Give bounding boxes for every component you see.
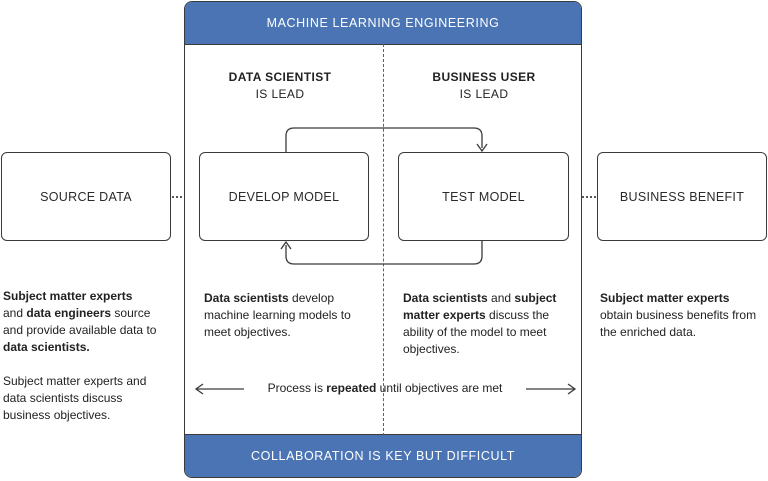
lead-divider [383,44,384,436]
lead-data-scientist-line2: IS LEAD [255,87,305,101]
lead-data-scientist-line1: DATA SCIENTIST [228,70,332,84]
source-text-1: and [3,306,27,320]
develop-bold: Data scientists [204,291,289,305]
benefit-text: obtain business benefits from the enrich… [600,308,757,339]
footer-title: COLLABORATION IS KEY BUT DIFFICULT [251,449,515,463]
lead-business-user-line1: BUSINESS USER [432,70,536,84]
data-scientists-bold: data scientists. [3,340,90,354]
sme-bold: Subject matter experts [3,289,133,303]
loop-arrow-bottom [285,241,483,265]
benefit-bold: Subject matter experts [600,291,730,305]
repeat-arrowhead-right [567,383,577,395]
test-model-label: TEST MODEL [442,189,525,204]
loop-arrow-top [285,127,483,152]
develop-model-box: DEVELOP MODEL [199,152,369,241]
source-description-p1: Subject matter experts and data engineer… [3,288,173,356]
develop-description: Data scientists develop machine learning… [204,290,376,341]
test-bold-1: Data scientists [403,291,488,305]
test-text-2: discuss the ability of the model to meet… [403,308,550,356]
business-benefit-box: BUSINESS BENEFIT [597,152,767,241]
benefit-description: Subject matter experts obtain business b… [600,290,760,341]
test-text-1: and [487,291,515,305]
test-model-box: TEST MODEL [398,152,569,241]
repeat-text-pre: Process is [267,381,327,395]
connector-test-benefit [570,196,596,198]
test-description: Data scientists and subject matter exper… [403,290,573,358]
loop-arrowhead-top [476,143,488,153]
develop-text: develop machine learning models to meet … [204,291,351,339]
header-bar: MACHINE LEARNING ENGINEERING [185,2,581,45]
repeat-label: Process is repeated until objectives are… [250,381,520,395]
develop-model-label: DEVELOP MODEL [228,189,340,204]
business-benefit-label: BUSINESS BENEFIT [619,189,745,204]
data-engineers-bold: data engineers [26,306,112,320]
lead-business-user: BUSINESS USER IS LEAD [400,69,568,103]
source-data-box: SOURCE DATA [1,152,171,241]
repeat-text-bold: repeated [326,381,377,395]
lead-business-user-line2: IS LEAD [459,87,509,101]
header-title: MACHINE LEARNING ENGINEERING [266,16,500,30]
source-description-p2: Subject matter experts and data scientis… [3,374,147,422]
footer-bar: COLLABORATION IS KEY BUT DIFFICULT [185,434,581,477]
repeat-arrowhead-left [194,383,204,395]
loop-arrowhead-bottom [280,240,292,250]
lead-data-scientist: DATA SCIENTIST IS LEAD [196,69,364,103]
source-description: Subject matter experts and data engineer… [3,288,173,424]
source-data-label: SOURCE DATA [40,189,132,204]
test-bold-2: subject matter experts [403,291,557,322]
repeat-text-post: until objectives are met [376,381,503,395]
source-text-2: source and provide available data to [3,306,157,337]
